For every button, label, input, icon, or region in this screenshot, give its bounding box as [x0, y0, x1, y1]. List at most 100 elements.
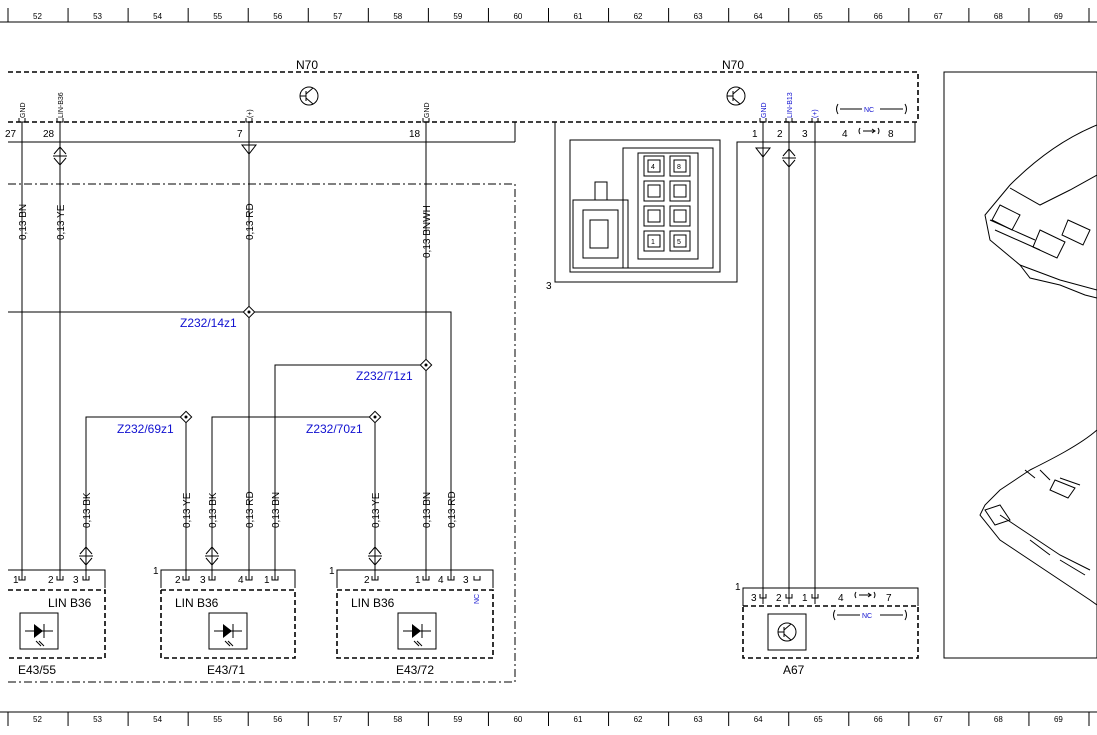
grid-column-number: 56	[273, 12, 282, 21]
pin-number: 2	[175, 575, 181, 586]
grid-column-number: 63	[694, 12, 703, 21]
splice-point-icon	[179, 410, 193, 424]
lin-label: LIN B36	[175, 596, 219, 610]
pin-number: 3	[463, 575, 469, 586]
grid-column-number: 61	[574, 12, 583, 21]
grid-column-number: 68	[994, 12, 1003, 21]
pin-number: 18	[409, 129, 421, 140]
plug-view-label: 3	[546, 281, 552, 292]
pin-function-label: LIN-B13	[787, 92, 794, 118]
plug-cell	[669, 230, 691, 252]
pin-number: 27	[5, 129, 17, 140]
pin-stub	[473, 576, 481, 581]
plug-cell	[669, 155, 691, 177]
splices: Z232/14z1 Z232/71z1 Z232/69z1 Z232/70z1	[117, 305, 433, 436]
pin-function-label: GND	[761, 102, 768, 118]
lin-bus-icon	[79, 546, 93, 566]
pin-function-label: GND	[20, 102, 27, 118]
pin-number: 3	[73, 575, 79, 586]
grid-column-number: 55	[213, 12, 222, 21]
wire-label: 0,13 BN	[18, 204, 29, 240]
pin-number: 2	[48, 575, 54, 586]
component-e43-55: 1 2 3 LIN B36 E43/55	[8, 569, 106, 677]
grid-column-number: 59	[453, 715, 462, 724]
grid-column-number: 66	[874, 715, 883, 724]
pin-stub	[422, 118, 430, 123]
grid-column-number: 65	[814, 12, 823, 21]
n70-left-connector: 27 28 7 18 GND LIN-B36 (+) GND	[5, 92, 516, 143]
pin-number: 28	[43, 129, 55, 140]
wire-label: 0,13 BN	[271, 492, 282, 528]
grid-column-number: 58	[393, 12, 402, 21]
pin-number: 2	[776, 593, 782, 604]
plug-cell-inner	[647, 209, 661, 223]
grid-column-number: 64	[754, 12, 763, 21]
pin-function-label: (+)	[247, 109, 254, 118]
grid-column-number: 60	[513, 12, 522, 21]
grid-column-number: 52	[33, 715, 42, 724]
wires	[8, 122, 816, 604]
plug-pin-number: 5	[677, 239, 681, 246]
pin-stub	[56, 576, 64, 581]
grid-column-number: 55	[213, 715, 222, 724]
n70-right-connector: 1 2 3 4 8 GND LIN-B13 (+) NC	[736, 92, 916, 160]
pin-stub	[371, 576, 379, 581]
pin-stub	[18, 118, 26, 123]
component-a67: 1 3 2 1 4 7 NC A67	[735, 582, 919, 677]
plug-pin-number: 1	[651, 239, 655, 246]
pin-number: 1	[752, 129, 758, 140]
transistor-icon	[777, 622, 797, 642]
grid-column-number: 69	[1054, 12, 1063, 21]
grid-column-number: 68	[994, 715, 1003, 724]
plug-cell	[669, 205, 691, 227]
n70-right-label: N70	[722, 58, 744, 72]
grid-column-number: 53	[93, 715, 102, 724]
splice-label: Z232/14z1	[180, 316, 237, 330]
pin-number: 3	[200, 575, 206, 586]
grid-column-number: 62	[634, 12, 643, 21]
lin-bus-icon	[205, 546, 219, 566]
pin-number: 4	[238, 575, 244, 586]
pin-stub	[208, 576, 216, 581]
led-icon	[397, 612, 437, 650]
lin-bus-icon	[782, 148, 796, 168]
pin-number: 3	[751, 593, 757, 604]
wire-label: 0,13 BN	[422, 492, 433, 528]
grid-column-number: 58	[393, 715, 402, 724]
plug-cell-inner	[673, 184, 687, 198]
wire-label: 0,13 YE	[56, 204, 67, 240]
wire-label: 0,13 YE	[371, 492, 382, 528]
grid-column-number: 54	[153, 715, 162, 724]
pin-stub	[811, 594, 819, 599]
not-connected-label: NC	[474, 594, 481, 604]
pin-stub	[245, 576, 253, 581]
grid-column-number: 66	[874, 12, 883, 21]
grid-column-number: 61	[574, 715, 583, 724]
pin-one-marker: 1	[329, 566, 335, 577]
pin-function-label: GND	[424, 102, 431, 118]
wire-labels: 0,13 BN 0,13 YE 0,13 RD 0,13 BNWH 0,13 B…	[18, 203, 458, 528]
grid-column-number: 56	[273, 715, 282, 724]
plug-cell	[643, 155, 665, 177]
component-label: E43/72	[396, 663, 434, 677]
n70-module-outline: N70 N70	[8, 58, 919, 123]
grid-column-number: 52	[33, 12, 42, 21]
wire-label: 0,13 RD	[245, 203, 256, 240]
component-e43-71: 1 2 3 4 1 LIN B36 E43/71	[153, 566, 296, 677]
plug-cell-inner	[673, 209, 687, 223]
pin-number: 2	[777, 129, 783, 140]
pin-one-marker: 1	[153, 566, 159, 577]
wire-label: 0,13 BK	[82, 492, 93, 528]
pin-number: 4	[438, 575, 444, 586]
pin-function-label: (+)	[812, 109, 819, 118]
pin-number: 7	[237, 129, 243, 140]
pin-number: 1	[415, 575, 421, 586]
pin-number: 4	[842, 129, 848, 140]
grid-column-number: 59	[453, 12, 462, 21]
pin-number: 1	[13, 575, 19, 586]
pin-stub	[182, 576, 190, 581]
plug-cell-inner	[673, 159, 687, 173]
pin-number: 2	[364, 575, 370, 586]
